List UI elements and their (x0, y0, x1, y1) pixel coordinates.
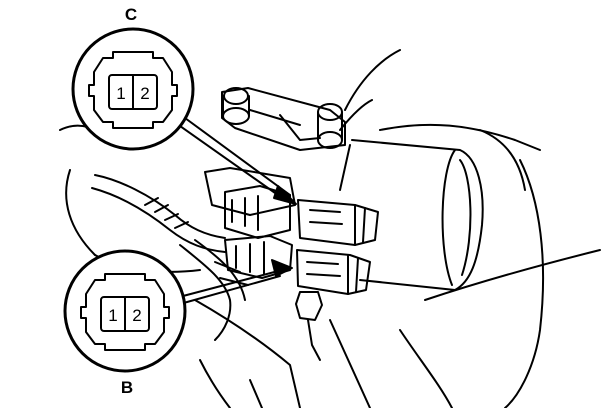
callout-b-pin-1: 1 (108, 306, 117, 325)
connector-c-outline (88, 51, 178, 129)
callout-c-pin-1: 1 (116, 84, 125, 103)
arrowhead-c (273, 185, 297, 205)
manifold-bracket (221, 87, 346, 151)
callout-b-pin-2: 2 (132, 306, 141, 325)
connector-b-outline (80, 273, 170, 351)
throttle-body (339, 139, 484, 291)
callout-b-label: B (121, 378, 133, 397)
callout-b (63, 249, 187, 373)
engine-outline (59, 49, 601, 408)
callout-c (71, 27, 195, 151)
wiring-harness (91, 174, 249, 341)
callout-c-label: C (125, 5, 137, 24)
leader-lines (179, 117, 291, 305)
callout-c-pin-2: 2 (140, 84, 149, 103)
arrowhead-b (271, 259, 293, 277)
connector-cluster (204, 167, 379, 361)
